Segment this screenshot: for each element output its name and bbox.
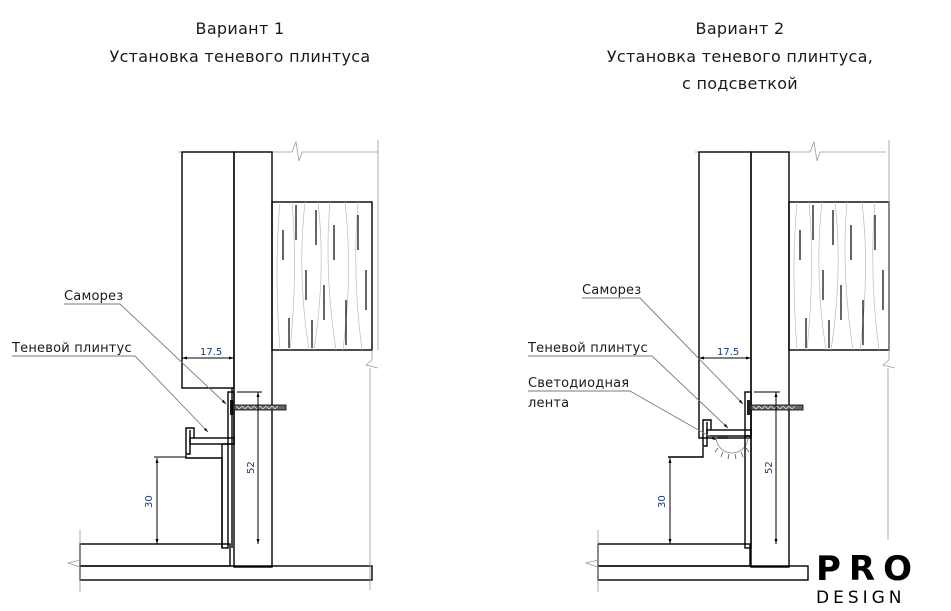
break-line-left bbox=[66, 530, 81, 592]
floor-slab bbox=[597, 565, 809, 581]
concrete-wall bbox=[750, 151, 790, 568]
logo-pro: PRO bbox=[816, 549, 920, 589]
break-line-right bbox=[882, 350, 896, 369]
variant-1-subtitle: Установка теневого плинтуса bbox=[110, 47, 371, 66]
label-screw: Саморез bbox=[64, 289, 123, 304]
leader-plinth bbox=[12, 355, 209, 433]
drywall-lower bbox=[668, 447, 704, 458]
wood-beam bbox=[271, 201, 373, 351]
dim-30: 30 bbox=[657, 495, 668, 508]
drywall-lower bbox=[185, 455, 223, 548]
leader-plinth bbox=[528, 355, 729, 429]
break-line-top bbox=[178, 140, 378, 162]
gypsum-layer bbox=[698, 151, 752, 439]
section-drawing-1: 17.5 30 52 Саморез Теневой плинтус bbox=[11, 140, 379, 592]
variant-1: Вариант 1 Установка теневого плинтуса bbox=[11, 19, 379, 592]
wood-grain bbox=[793, 201, 880, 351]
break-line-top bbox=[695, 140, 886, 162]
lower-panel bbox=[221, 443, 229, 549]
wood-marks bbox=[799, 205, 884, 348]
break-line-left bbox=[584, 530, 599, 592]
variant-2-subtitle-line-2: с подсветкой bbox=[682, 74, 798, 93]
floor-finish bbox=[79, 543, 231, 567]
floor-finish bbox=[597, 543, 751, 567]
variant-2: Вариант 2 Установка теневого плинтуса, с… bbox=[527, 19, 896, 592]
pro-design-logo: PRO DESIGN bbox=[812, 546, 951, 611]
floor-slab bbox=[79, 565, 373, 581]
dim-52: 52 bbox=[246, 461, 257, 474]
dim-17-5: 17.5 bbox=[200, 347, 222, 358]
wood-beam bbox=[788, 201, 890, 351]
label-led-strip-2: лента bbox=[528, 396, 569, 411]
variant-2-subtitle: Установка теневого плинтуса, bbox=[607, 47, 873, 66]
leader-screw bbox=[582, 297, 744, 405]
break-line-right bbox=[365, 350, 379, 369]
label-screw: Саморез bbox=[582, 283, 641, 298]
variant-2-title: Вариант 2 bbox=[696, 19, 785, 38]
label-shadow-plinth: Теневой плинтус bbox=[527, 341, 648, 356]
section-drawing-2: 17.5 30 52 Саморез Теневой плинтус Свето… bbox=[527, 140, 896, 592]
dim-30: 30 bbox=[144, 495, 155, 508]
wood-marks bbox=[282, 205, 367, 348]
led-strip-icon bbox=[714, 436, 750, 460]
concrete-wall bbox=[233, 151, 273, 568]
leader-led bbox=[528, 390, 717, 441]
dim-52: 52 bbox=[764, 461, 775, 474]
variant-1-title: Вариант 1 bbox=[196, 19, 285, 38]
shadow-plinth-profile bbox=[185, 391, 235, 455]
label-led-strip-1: Светодиодная bbox=[528, 376, 629, 391]
lower-panel bbox=[744, 435, 752, 549]
screw-icon bbox=[747, 400, 804, 415]
logo-design: DESIGN bbox=[816, 588, 906, 608]
dim-17-5: 17.5 bbox=[717, 347, 739, 358]
wood-grain bbox=[276, 201, 363, 351]
label-shadow-plinth: Теневой плинтус bbox=[11, 341, 132, 356]
leader-screw bbox=[64, 303, 227, 405]
